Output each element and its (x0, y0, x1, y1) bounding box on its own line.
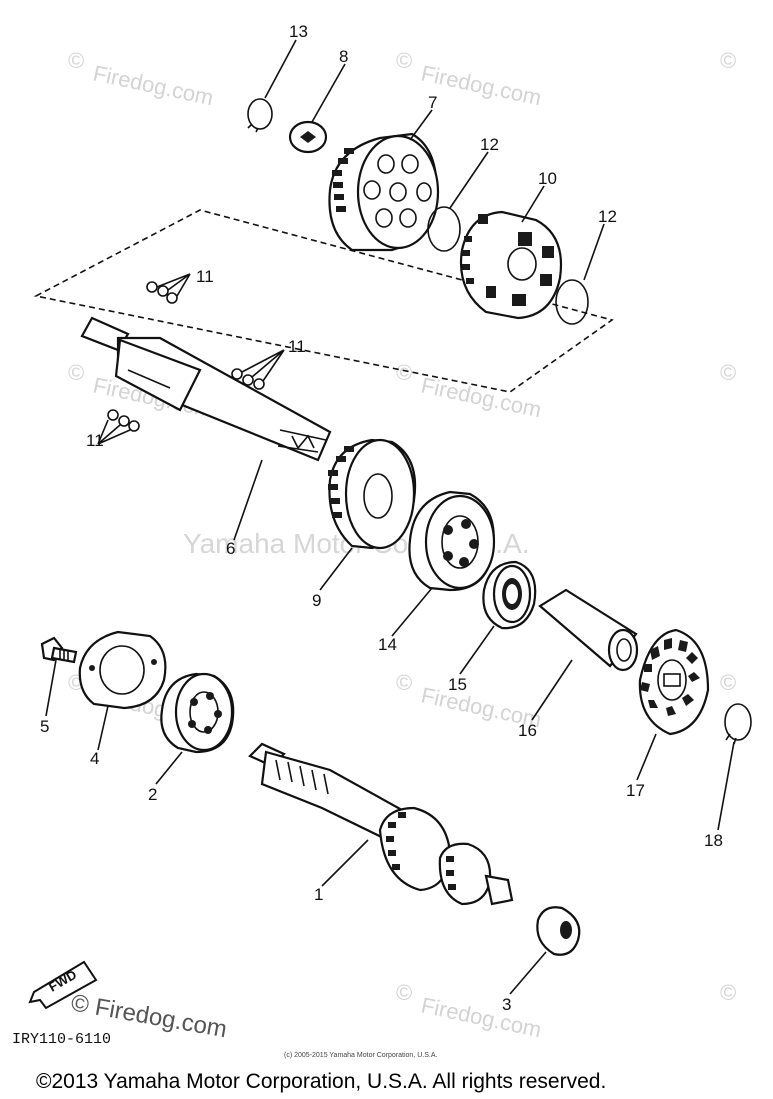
part-5-bolt (40, 636, 78, 664)
watermark-copyright: © (396, 980, 412, 1005)
callout-13: 13 (289, 22, 308, 41)
callout-11: 11 (288, 337, 306, 356)
part-18-circlip (724, 703, 752, 745)
part-15-oil-seal (482, 560, 537, 630)
fwd-arrow-icon: FWD (28, 960, 98, 1010)
watermark-copyright: © (720, 360, 736, 385)
callout-12: 12 (598, 207, 617, 226)
part-11-balls-top (146, 273, 191, 304)
callout-16: 16 (518, 721, 537, 740)
part-16-collar (538, 588, 639, 672)
watermark-copyright: © (720, 48, 736, 73)
watermark-bottom-right: © (720, 980, 736, 1005)
callout-1: 1 (314, 885, 323, 904)
watermark-site: Firedog.com (419, 60, 544, 110)
callout-17: 17 (626, 781, 645, 800)
watermark-copyright: © (720, 980, 736, 1005)
watermark-copyright: © (396, 48, 412, 73)
watermark-copyright: © (68, 360, 84, 385)
part-11-balls-left (97, 409, 140, 445)
part-6-shaft (80, 316, 332, 462)
diagram-code: IRY110-6110 (12, 1031, 111, 1048)
callout-10: 10 (538, 169, 557, 188)
watermark-site: Firedog.com (419, 992, 544, 1042)
part-3-collar (536, 906, 581, 956)
callout-9: 9 (312, 591, 321, 610)
part-12-circlip-lower (555, 279, 589, 325)
watermark-site: Firedog.com (91, 60, 216, 110)
callout-12: 12 (480, 135, 499, 154)
small-copyright: (c) 2005-2015 Yamaha Motor Corporation, … (284, 1052, 437, 1059)
watermark-mid-center: © Firedog.com (396, 360, 544, 422)
part-2-bearing (160, 672, 235, 754)
watermark-copyright: © (396, 360, 412, 385)
callout-14: 14 (378, 635, 397, 654)
watermark-copyright: © (396, 670, 412, 695)
part-4-plate (78, 630, 167, 710)
callout-6: 6 (226, 539, 235, 558)
callout-11: 11 (86, 431, 104, 450)
part-14-bearing (408, 490, 496, 592)
part-9-gear (328, 438, 417, 550)
callout-3: 3 (502, 995, 511, 1014)
assembly-outline (33, 209, 614, 393)
copyright-notice: ©2013 Yamaha Motor Corporation, U.S.A. A… (36, 1070, 606, 1093)
watermark-mid-right: © (720, 360, 736, 385)
watermark-site: Firedog.com (419, 372, 544, 422)
part-7-gear (328, 132, 440, 252)
watermark-top-right: © (720, 48, 736, 73)
part-12-circlip-upper (427, 206, 461, 252)
watermark-low-right: © (720, 670, 736, 695)
part-11-balls-right (231, 349, 285, 390)
callout-15: 15 (448, 675, 467, 694)
watermark-bottom-center: © Firedog.com (396, 980, 544, 1042)
callout-8: 8 (339, 47, 348, 66)
part-10-dog-gear (460, 210, 562, 320)
part-17-sprocket (638, 628, 710, 736)
part-8-washer (288, 120, 328, 154)
callout-11: 11 (196, 267, 214, 286)
watermark-copyright: © (68, 48, 84, 73)
watermark-copyright: © (720, 670, 736, 695)
watermark-top-left: © Firedog.com (68, 48, 216, 110)
callout-18: 18 (704, 831, 723, 850)
callout-7: 7 (428, 93, 437, 112)
leader-lines (45, 39, 735, 995)
callout-numbers: 13 8 7 12 10 12 11 11 11 6 9 14 15 16 17… (40, 22, 723, 1014)
callout-5: 5 (40, 717, 49, 736)
part-13-circlip (247, 98, 273, 133)
watermark-top-center: © Firedog.com (396, 48, 544, 110)
callout-4: 4 (90, 749, 99, 768)
callout-2: 2 (148, 785, 157, 804)
part-1-main-shaft (248, 742, 514, 906)
